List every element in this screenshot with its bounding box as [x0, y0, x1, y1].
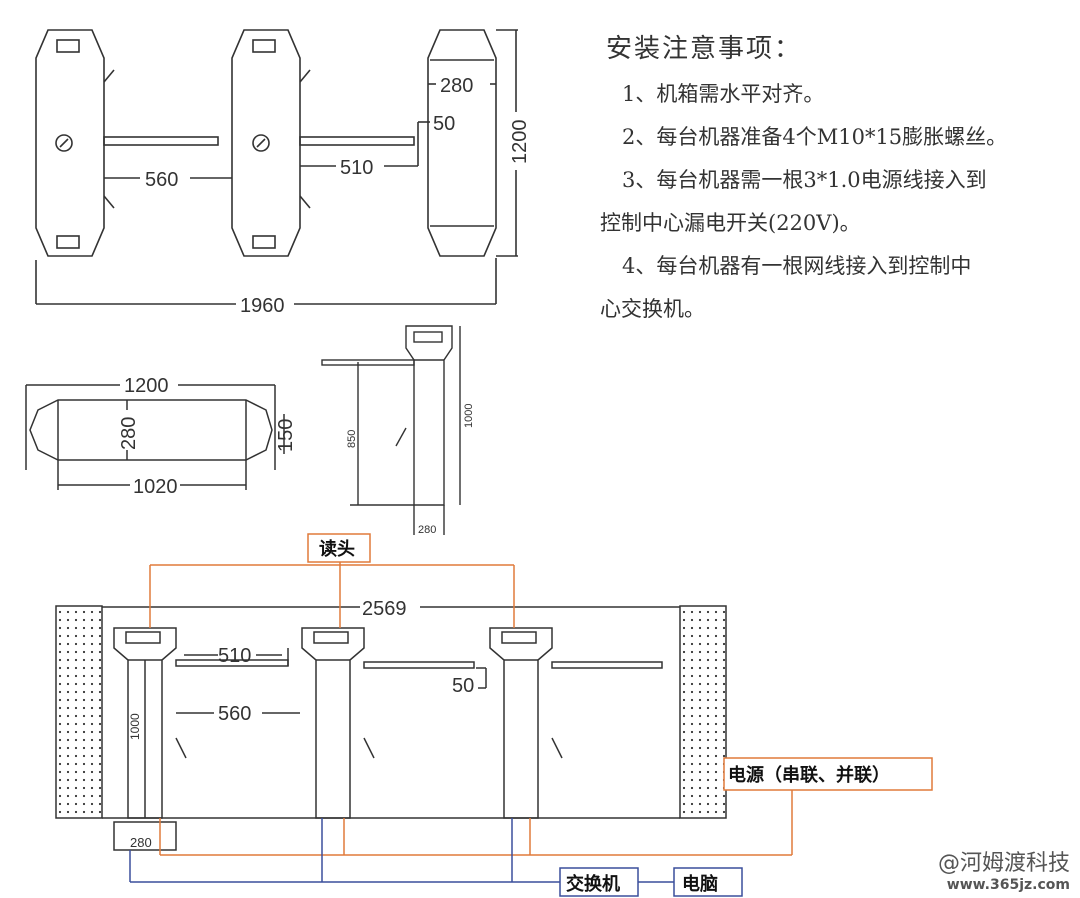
turnstile-2-topview: [231, 29, 301, 257]
power-box: [723, 757, 933, 791]
turnstile-3-topview: [427, 29, 497, 257]
dim-280-wiring: 280: [130, 835, 152, 850]
reader-box: [307, 533, 371, 563]
blue-wiring: [129, 818, 674, 883]
turnstile-a: [113, 627, 177, 819]
note-item: 2、每台机器准备4个M10*15膨胀螺丝。: [622, 125, 1008, 149]
notes-title: 安装注意事项：: [606, 34, 803, 64]
dim-510-top: 510: [340, 157, 373, 179]
watermark-brand: @河姆渡科技: [937, 851, 1070, 876]
turnstile-c: [489, 627, 553, 819]
computer-label: 电脑: [682, 873, 718, 895]
watermark: @河姆渡科技 www.365jz.com: [938, 845, 1070, 893]
note-item: 控制中心漏电开关(220V)。: [600, 211, 861, 235]
reader-label: 读头: [319, 538, 355, 560]
front-view: [321, 325, 461, 535]
left-wall: [55, 605, 103, 819]
orange-wiring: [149, 560, 793, 856]
dim-1200-top: 1200: [509, 120, 531, 165]
dim-1000-front: 1000: [463, 404, 475, 428]
top-view: [35, 29, 518, 305]
note-item: 1、机箱需水平对齐。: [622, 82, 825, 106]
turnstile-1-topview: [35, 29, 105, 257]
switch-label: 交换机: [566, 873, 620, 895]
dim-280-front: 280: [418, 524, 436, 536]
side-view: [25, 384, 285, 490]
dim-850-front: 850: [346, 430, 358, 448]
dim-560-wiring: 560: [218, 703, 251, 725]
installation-notes: 安装注意事项： 1、机箱需水平对齐。 2、每台机器准备4个M10*15膨胀螺丝。…: [600, 28, 1070, 331]
dim-1200-side: 1200: [124, 375, 169, 397]
dim-2569: 2569: [362, 598, 407, 620]
turnstile-sideview: [29, 399, 273, 461]
note-item: 心交换机。: [600, 297, 705, 321]
dim-1960-top: 1960: [240, 295, 285, 317]
dim-280-side: 280: [118, 417, 140, 450]
dim-50-top: 50: [433, 113, 455, 135]
note-item: 3、每台机器需一根3*1.0电源线接入到: [622, 168, 987, 192]
dim-560-top: 560: [145, 169, 178, 191]
power-label: 电源（串联、并联）: [728, 764, 890, 786]
turnstile-b: [301, 627, 365, 819]
dim-1000-wiring: 1000: [128, 713, 142, 740]
right-wall: [679, 605, 727, 819]
switch-box: [559, 867, 639, 897]
note-item: 4、每台机器有一根网线接入到控制中: [622, 254, 972, 278]
computer-box: [673, 867, 743, 897]
dim-150-side: 150: [275, 419, 297, 452]
dim-1020-side: 1020: [133, 476, 178, 498]
dim-510-wiring: 510: [218, 645, 251, 667]
dim-280-top: 280: [440, 75, 473, 97]
dim-50-wiring: 50: [452, 675, 474, 697]
watermark-url: www.365jz.com: [946, 877, 1070, 893]
turnstile-frontview: [405, 325, 453, 506]
